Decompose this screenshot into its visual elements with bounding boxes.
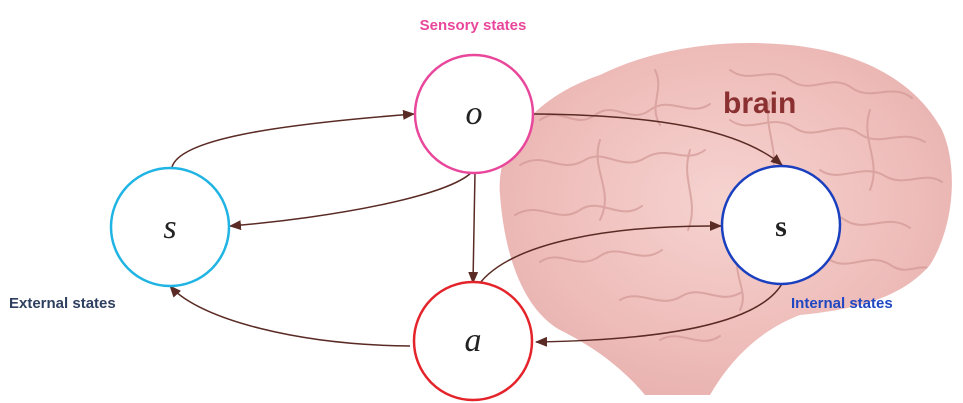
external-node: s [111, 168, 229, 286]
internal-symbol: s [775, 210, 787, 243]
arrow-sensory-action [473, 172, 475, 283]
arrow-external-to-sensory [172, 114, 414, 167]
arrow-sensory-to-external [230, 168, 475, 226]
action-symbol: a [465, 322, 482, 359]
internal-states-label: Internal states [791, 295, 893, 312]
sensory-symbol: o [466, 95, 483, 132]
arrow-action-to-external [170, 286, 410, 346]
external-states-label: External states [9, 295, 116, 312]
internal-node: s [722, 166, 840, 284]
sensory-node: o [415, 55, 533, 173]
external-symbol: s [163, 209, 176, 246]
sensory-states-label: Sensory states [420, 17, 527, 34]
action-node: a [414, 282, 532, 400]
brain-label: brain [723, 87, 796, 120]
